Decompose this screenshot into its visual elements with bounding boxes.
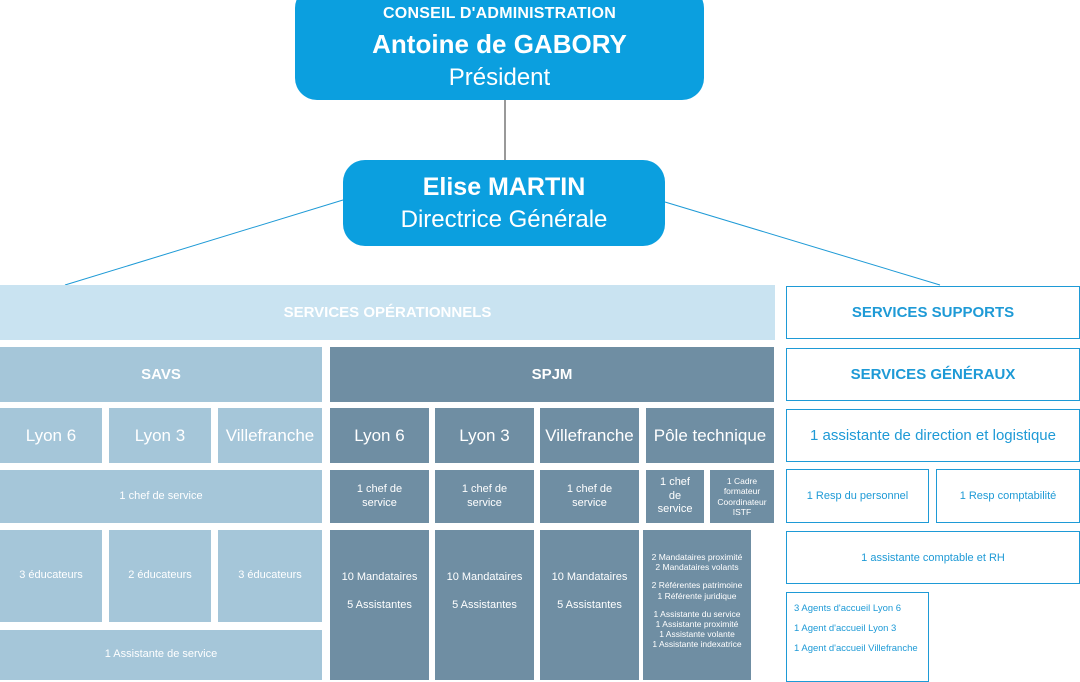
spjm-pole-chef-label: 1 chef de service bbox=[657, 475, 693, 516]
reception-agent-item: 3 Agents d'accueil Lyon 6 bbox=[794, 603, 902, 614]
resp-personnel-label: 1 Resp du personnel bbox=[806, 490, 909, 502]
spjm-site-villefranche: Villefranche bbox=[540, 408, 639, 463]
savs-site-lyon6: Lyon 6 bbox=[0, 408, 102, 463]
board-box: CONSEIL D'ADMINISTRATION Antoine de GABO… bbox=[295, 0, 704, 100]
savs-site-lyon3: Lyon 3 bbox=[109, 408, 211, 463]
director-to-support-line bbox=[664, 201, 941, 286]
spjm-chef-pole: 1 chef de service bbox=[646, 470, 704, 523]
reception-agent-item: 1 Agent d'accueil Villefranche bbox=[794, 642, 918, 654]
spjm-site-label: Villefranche bbox=[545, 425, 634, 445]
assistant-compta-rh-box: 1 assistante comptable et RH bbox=[786, 531, 1080, 584]
spjm-mandataires-label: 10 Mandataires bbox=[551, 571, 628, 583]
spjm-assistantes-label: 5 Assistantes bbox=[347, 599, 412, 612]
savs-educators-label: 3 éducateurs bbox=[19, 569, 83, 582]
savs-site-label: Villefranche bbox=[225, 425, 315, 445]
savs-chef-box: 1 chef de service bbox=[0, 470, 322, 523]
pole-staff-item: 2 Mandataires volants bbox=[655, 562, 739, 573]
spjm-chef-label: 1 chef de service bbox=[461, 482, 508, 509]
pole-staff-item: 1 Référente juridique bbox=[657, 590, 737, 601]
director-role: Directrice Générale bbox=[400, 205, 608, 233]
spjm-cadre-pole: 1 Cadre formateur Coordinateur ISTF bbox=[710, 470, 774, 523]
spjm-assistantes-label: 5 Assistantes bbox=[557, 599, 622, 612]
savs-site-label: Lyon 6 bbox=[25, 425, 77, 445]
spjm-assistantes-label: 5 Assistantes bbox=[452, 599, 517, 612]
spjm-site-lyon6: Lyon 6 bbox=[330, 408, 429, 463]
resp-compta-label: 1 Resp comptabilité bbox=[959, 490, 1057, 502]
director-box: Elise MARTIN Directrice Générale bbox=[343, 160, 665, 246]
support-services-title: SERVICES SUPPORTS bbox=[851, 304, 1015, 321]
assistant-compta-rh-label: 1 assistante comptable et RH bbox=[861, 551, 1005, 564]
board-label: CONSEIL D'ADMINISTRATION bbox=[383, 4, 616, 22]
general-services-header: SERVICES GÉNÉRAUX bbox=[786, 348, 1080, 401]
reception-agent-item: 1 Agent d'accueil Lyon 3 bbox=[794, 622, 897, 634]
savs-site-label: Lyon 3 bbox=[134, 425, 186, 445]
direction-assistant-label: 1 assistante de direction et logistique bbox=[810, 427, 1056, 444]
savs-assistant-label: 1 Assistante de service bbox=[104, 648, 218, 661]
spjm-staff-lyon6: 10 Mandataires 5 Assistantes bbox=[330, 530, 429, 680]
spjm-site-label: Lyon 6 bbox=[354, 425, 405, 445]
spjm-chef-villefranche: 1 chef de service bbox=[540, 470, 639, 523]
support-services-header: SERVICES SUPPORTS bbox=[786, 286, 1080, 339]
director-name: Elise MARTIN bbox=[422, 172, 586, 201]
savs-header: SAVS bbox=[0, 347, 322, 402]
savs-educators-label: 3 éducateurs bbox=[238, 569, 302, 582]
spjm-header: SPJM bbox=[330, 347, 774, 402]
spjm-chef-lyon6: 1 chef de service bbox=[330, 470, 429, 523]
board-president-role: Président bbox=[448, 63, 551, 91]
spjm-site-label: Pôle technique bbox=[653, 425, 767, 445]
spjm-site-pole-technique: Pôle technique bbox=[646, 408, 774, 463]
pole-staff-item: 1 Assistante volante bbox=[659, 629, 735, 640]
spjm-chef-label: 1 chef de service bbox=[356, 482, 403, 509]
spjm-site-lyon3: Lyon 3 bbox=[435, 408, 534, 463]
resp-compta-box: 1 Resp comptabilité bbox=[936, 469, 1080, 523]
spjm-chef-label: 1 chef de service bbox=[566, 482, 613, 509]
spjm-mandataires-label: 10 Mandataires bbox=[446, 571, 523, 583]
pole-staff-item: 2 Mandataires proximité bbox=[651, 552, 743, 562]
savs-chef-label: 1 chef de service bbox=[119, 489, 203, 502]
reception-agents-box: 3 Agents d'accueil Lyon 6 1 Agent d'accu… bbox=[786, 592, 929, 682]
savs-site-villefranche: Villefranche bbox=[218, 408, 322, 463]
operational-services-header: SERVICES OPÉRATIONNELS bbox=[0, 285, 775, 340]
general-services-title: SERVICES GÉNÉRAUX bbox=[850, 366, 1016, 383]
savs-educators-lyon6: 3 éducateurs bbox=[0, 530, 102, 622]
spjm-staff-pole: 2 Mandataires proximité 2 Mandataires vo… bbox=[643, 530, 751, 680]
savs-educators-villefranche: 3 éducateurs bbox=[218, 530, 322, 622]
spjm-chef-lyon3: 1 chef de service bbox=[435, 470, 534, 523]
spjm-site-label: Lyon 3 bbox=[459, 425, 510, 445]
spjm-title: SPJM bbox=[531, 366, 573, 383]
pole-staff-item: 1 Assistante indexatrice bbox=[652, 639, 742, 650]
operational-services-title: SERVICES OPÉRATIONNELS bbox=[283, 304, 492, 321]
resp-personnel-box: 1 Resp du personnel bbox=[786, 469, 929, 523]
spjm-mandataires-label: 10 Mandataires bbox=[341, 571, 418, 583]
pole-staff-item: 2 Référentes patrimoine bbox=[651, 580, 743, 591]
spjm-staff-lyon3: 10 Mandataires 5 Assistantes bbox=[435, 530, 534, 680]
director-to-operational-line bbox=[64, 199, 344, 286]
spjm-pole-cadre-label: 1 Cadre formateur Coordinateur ISTF bbox=[717, 476, 767, 517]
savs-educators-label: 2 éducateurs bbox=[128, 569, 192, 582]
savs-educators-lyon3: 2 éducateurs bbox=[109, 530, 211, 622]
direction-assistant-box: 1 assistante de direction et logistique bbox=[786, 409, 1080, 462]
pole-staff-item: 1 Assistante du service bbox=[653, 608, 741, 619]
board-president-name: Antoine de GABORY bbox=[372, 28, 627, 59]
savs-title: SAVS bbox=[141, 366, 181, 383]
pole-staff-item: 1 Assistante proximité bbox=[655, 618, 739, 629]
spjm-staff-villefranche: 10 Mandataires 5 Assistantes bbox=[540, 530, 639, 680]
savs-assistant-box: 1 Assistante de service bbox=[0, 630, 322, 680]
